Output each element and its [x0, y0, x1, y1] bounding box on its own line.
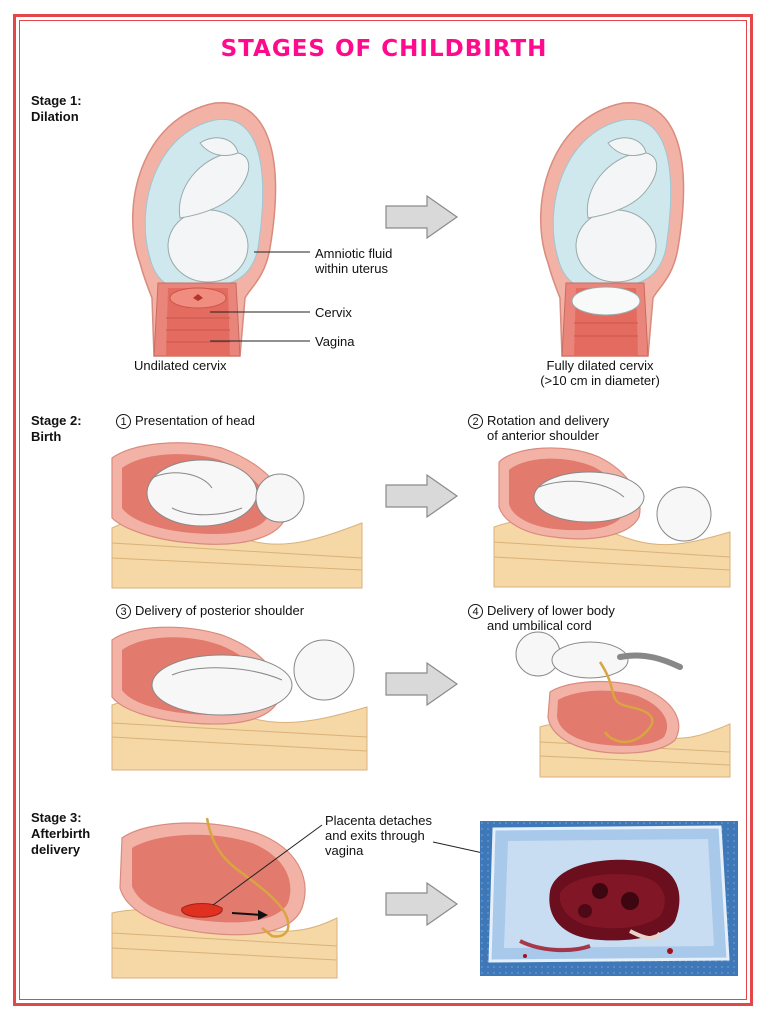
step-1-number: 1 [116, 414, 131, 429]
stage1-label: Stage 1: Dilation [31, 93, 82, 124]
cervix-label: Cervix [315, 305, 352, 320]
uterus-dilated-illustration [539, 102, 685, 357]
step-3-number: 3 [116, 604, 131, 619]
placenta-photo [480, 821, 738, 976]
step-3-label: 3 Delivery of posterior shoulder [116, 603, 304, 619]
page-title: STAGES OF CHILDBIRTH [220, 36, 548, 62]
step-4-label: 4 Delivery of lower body and umbilical co… [468, 603, 615, 633]
afterbirth-illustration [111, 817, 338, 979]
step4-illustration [515, 631, 731, 778]
step3-illustration [111, 626, 368, 771]
step-2-number: 2 [468, 414, 483, 429]
outer-border [13, 14, 753, 1006]
arrow-stage1 [385, 194, 459, 240]
step1-illustration [111, 442, 363, 589]
placenta-label: Placenta detaches and exits through vagi… [325, 813, 432, 858]
vagina-label: Vagina [315, 334, 355, 349]
arrow-stage2-top [385, 473, 459, 519]
step-4-text: Delivery of lower body and umbilical cor… [487, 603, 615, 633]
arrow-stage3 [385, 881, 459, 927]
step-1-text: Presentation of head [135, 413, 255, 428]
step-2-label: 2 Rotation and delivery of anterior shoul… [468, 413, 609, 443]
step-4-number: 4 [468, 604, 483, 619]
uterus-undilated-illustration [131, 102, 277, 357]
amniotic-fluid-label: Amniotic fluid within uterus [315, 246, 393, 276]
step-2-text: Rotation and delivery of anterior should… [487, 413, 610, 443]
inner-border [19, 20, 747, 1000]
stage2-label: Stage 2: Birth [31, 413, 82, 444]
dilated-cervix-label: Fully dilated cervix (>10 cm in diameter… [540, 358, 660, 388]
undilated-cervix-label: Undilated cervix [134, 358, 227, 373]
step-1-label: 1 Presentation of head [116, 413, 255, 429]
step2-illustration [493, 447, 731, 588]
arrow-stage2-bottom [385, 661, 459, 707]
stage3-label: Stage 3: Afterbirth delivery [31, 810, 91, 857]
stage1-leader-lines [210, 251, 310, 342]
step-3-text: Delivery of posterior shoulder [135, 603, 305, 618]
